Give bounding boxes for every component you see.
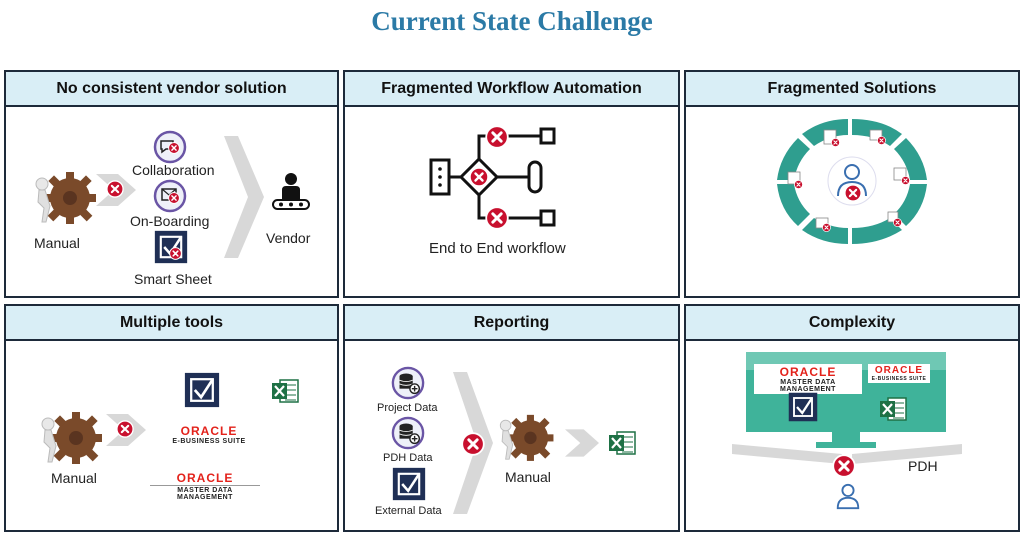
manual-gear-icon [36, 402, 106, 472]
x-badge-icon [116, 420, 134, 438]
external-data-label: External Data [375, 505, 442, 517]
project-data-label: Project Data [377, 402, 438, 414]
fragmented-cycle-icon [777, 119, 927, 244]
panel-workflow: Fragmented Workflow Automation End to En… [343, 70, 680, 298]
workflow-caption: End to End workflow [429, 240, 566, 257]
excel-icon [878, 394, 908, 424]
workflow-diagram-icon [429, 125, 556, 230]
smartsheet-icon [184, 372, 220, 408]
smartsheet-icon [788, 392, 818, 422]
split-bar-icon [732, 444, 962, 464]
panel-complexity: Complexity ORACLE MASTER DATA MANAGEMENT… [684, 304, 1020, 532]
excel-icon [270, 376, 300, 406]
manual-gear-icon [30, 162, 100, 232]
x-badge-icon [832, 454, 856, 478]
database-icon [391, 366, 425, 400]
panel-workflow-heading: Fragmented Workflow Automation [345, 72, 678, 107]
panel-reporting-heading: Reporting [345, 306, 678, 341]
smartsheet-icon [392, 467, 426, 501]
page-title: Current State Challenge [371, 6, 653, 36]
chat-bubble-icon [153, 130, 187, 164]
vendor-label: Vendor [266, 230, 311, 246]
large-chevron-icon [224, 136, 264, 258]
manual-label: Manual [34, 235, 80, 251]
conveyor-person-icon [272, 173, 310, 210]
panel-solutions-heading: Fragmented Solutions [686, 72, 1018, 107]
panel-solutions: Fragmented Solutions [684, 70, 1020, 298]
onboarding-icon [153, 179, 187, 213]
oracle-mdm-logo: ORACLE MASTER DATA MANAGEMENT [754, 364, 862, 394]
oracle-mdm-logo: ORACLE MASTER DATA MANAGEMENT [150, 471, 260, 501]
excel-icon [607, 428, 637, 458]
pdh-data-label: PDH Data [383, 452, 433, 464]
panel-reporting: Reporting Project Data PDH Data External… [343, 304, 680, 532]
onboarding-label: On-Boarding [130, 213, 210, 229]
manual-label: Manual [51, 470, 97, 486]
smartsheet-icon [154, 230, 188, 264]
panel-tools: Multiple tools Manual ORACLE E-BUSINESS … [4, 304, 339, 532]
panel-vendor: No consistent vendor solution Manual Col… [4, 70, 339, 298]
smartsheet-label: Smart Sheet [134, 271, 212, 287]
database-icon [391, 416, 425, 450]
oracle-ebs-logo: ORACLE E-BUSINESS SUITE [172, 424, 246, 445]
panel-tools-heading: Multiple tools [6, 306, 337, 341]
large-chevron-icon [453, 372, 493, 514]
manual-label: Manual [505, 469, 551, 485]
x-badge-icon [461, 432, 485, 456]
collaboration-label: Collaboration [132, 162, 215, 178]
pdh-label: PDH [908, 458, 938, 474]
manual-gear-icon [495, 406, 557, 468]
chevron-arrow-icon [565, 426, 599, 460]
panel-complexity-heading: Complexity [686, 306, 1018, 341]
x-badge-icon [106, 180, 124, 198]
panel-vendor-heading: No consistent vendor solution [6, 72, 337, 107]
person-icon [834, 482, 862, 510]
oracle-ebs-logo: ORACLE E-BUSINESS SUITE [868, 364, 930, 383]
